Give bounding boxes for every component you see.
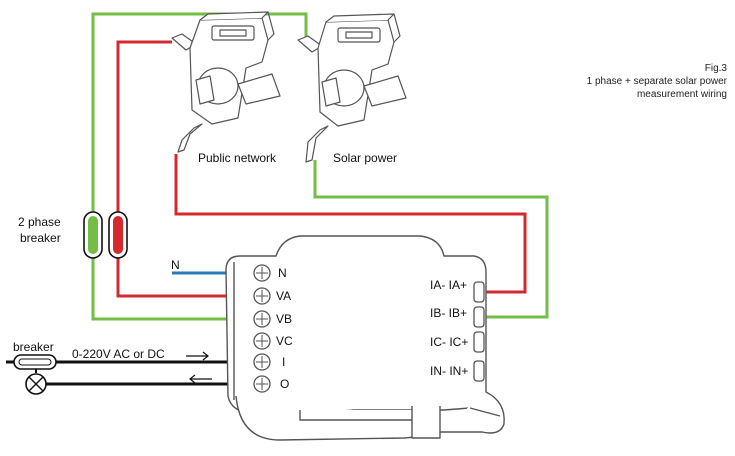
left-terminal-block [253, 264, 271, 393]
two-phase-breaker [83, 211, 128, 259]
terminal-label-ib: IB- IB+ [430, 306, 467, 320]
terminal-label-vc: VC [276, 334, 293, 348]
voltage-label: 0-220V AC or DC [72, 347, 165, 361]
figure-title-line2: measurement wiring [636, 89, 727, 100]
red-wire-top [116, 40, 172, 212]
breaker-2phase-line2: breaker [20, 231, 61, 245]
input-breaker-label: breaker [13, 340, 54, 354]
neutral-label: N [171, 258, 180, 272]
figure-title-line1: 1 phase + separate solar power [586, 76, 727, 87]
terminal-label-vb: VB [276, 312, 292, 326]
meter-device [225, 235, 505, 441]
red-wire-va [116, 258, 234, 298]
public-network-label: Public network [198, 151, 277, 165]
figure-caption: Fig.3 1 phase + separate solar power mea… [587, 62, 727, 101]
right-terminal-block [473, 281, 485, 382]
solar-power-clamp [297, 13, 407, 163]
terminal-label-o: O [280, 377, 289, 391]
terminal-label-n: N [278, 266, 287, 280]
terminal-label-in: IN- IN+ [430, 364, 468, 378]
green-wire-top [91, 12, 308, 212]
arrow-left-icon [189, 374, 212, 384]
arrow-right-icon [186, 351, 209, 361]
green-wire-vb [91, 258, 234, 321]
red-wire-ia [174, 154, 527, 294]
solar-power-label: Solar power [333, 151, 397, 165]
terminal-label-va: VA [276, 289, 291, 303]
breaker-2phase-line1: 2 phase [18, 215, 61, 229]
input-breaker [13, 354, 57, 370]
green-wire-ib [313, 160, 549, 319]
public-network-clamp [171, 11, 281, 153]
terminal-label-i: I [282, 355, 285, 369]
terminal-label-ia: IA- IA+ [430, 278, 467, 292]
terminal-label-ic: IC- IC+ [430, 335, 468, 349]
lamp-icon [25, 373, 47, 395]
figure-number: Fig.3 [704, 63, 727, 74]
